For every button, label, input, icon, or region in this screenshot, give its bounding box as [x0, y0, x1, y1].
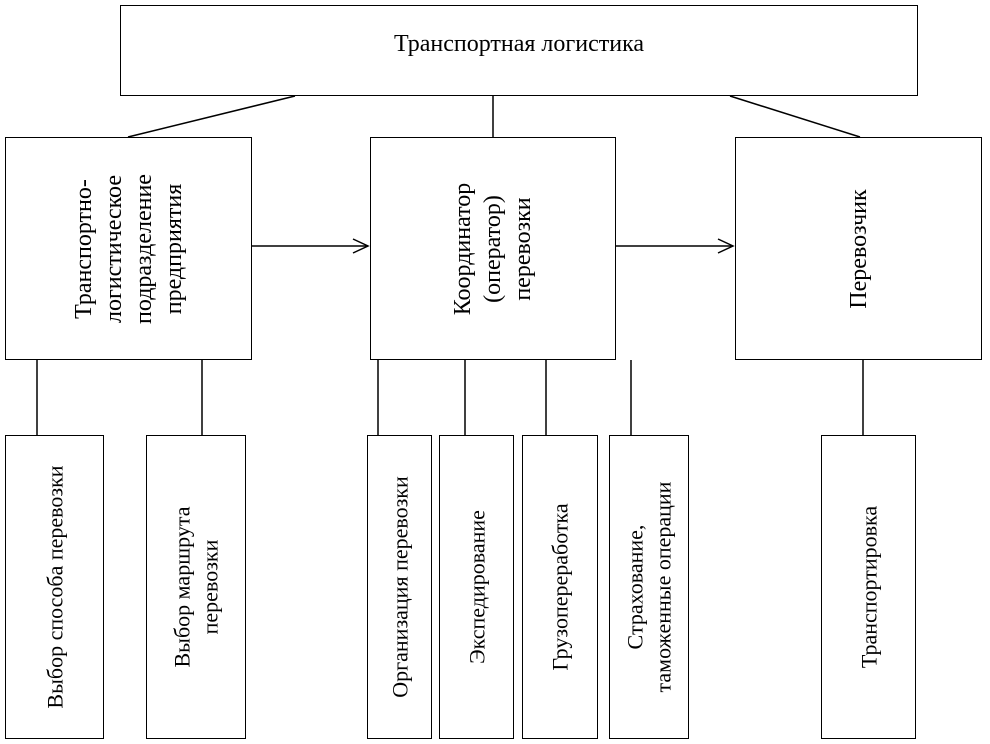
- method-label: Выбор способа перевозки: [41, 465, 67, 709]
- coordinator-label: Координатор (оператор) перевозки: [450, 182, 536, 315]
- dept-box: Транспортно- логистическое подразделение…: [5, 137, 252, 360]
- expedition-box: Экспедирование: [439, 435, 514, 739]
- arrow-head-carrier: [717, 238, 735, 254]
- route-label: Выбор маршрута перевозки: [169, 506, 223, 668]
- root-label: Транспортная логистика: [393, 31, 645, 57]
- route-box: Выбор маршрута перевозки: [146, 435, 246, 739]
- line-root-carrier: [729, 95, 861, 138]
- carrier-label: Перевозчик: [845, 188, 872, 309]
- dept-label: Транспортно- логистическое подразделение…: [70, 173, 187, 324]
- cargo-handling-box: Грузопереработка: [522, 435, 598, 739]
- cargo-handling-label: Грузопереработка: [547, 503, 573, 671]
- method-box: Выбор способа перевозки: [5, 435, 104, 739]
- transportation-box: Транспортировка: [821, 435, 916, 739]
- arrow-head-coord: [352, 238, 370, 254]
- carrier-box: Перевозчик: [735, 137, 982, 360]
- coordinator-box: Координатор (оператор) перевозки: [370, 137, 616, 360]
- insurance-box: Страхование, таможенные операции: [609, 435, 689, 739]
- organization-label: Организация перевозки: [386, 476, 412, 698]
- organization-box: Организация перевозки: [367, 435, 432, 739]
- transportation-label: Транспортировка: [855, 505, 881, 669]
- line-root-dept: [127, 95, 296, 138]
- root-box: Транспортная логистика: [120, 5, 918, 96]
- expedition-label: Экспедирование: [463, 510, 489, 664]
- insurance-label: Страхование, таможенные операции: [622, 481, 676, 693]
